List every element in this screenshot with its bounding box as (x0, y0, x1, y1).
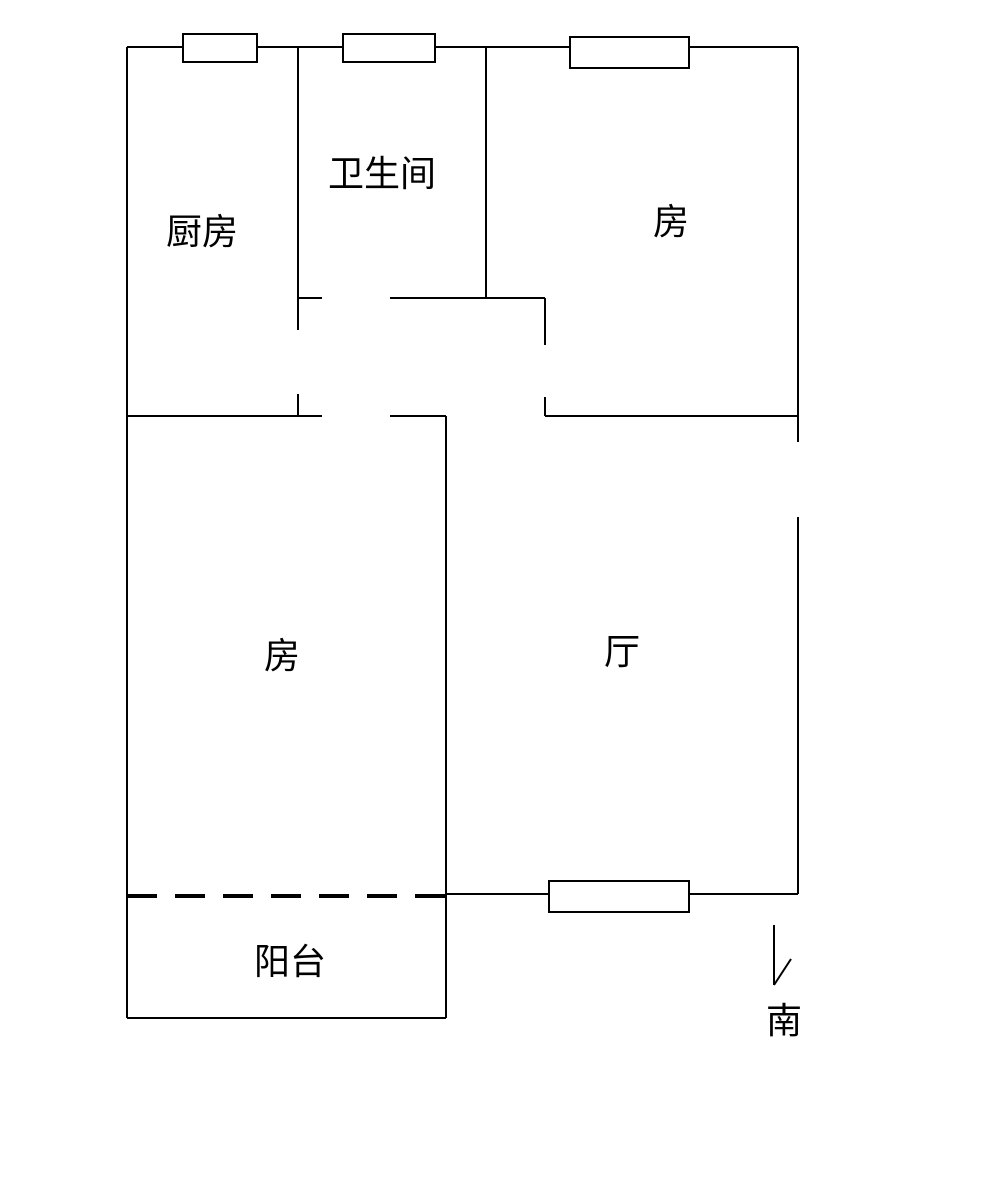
window-bathroom (342, 33, 436, 63)
window-living-room (548, 880, 690, 913)
interior-walls (127, 47, 798, 1019)
outer-walls (126, 46, 799, 1018)
compass-direction-label: 南 (766, 1001, 802, 1042)
room-label-bedroom-south: 房 (264, 636, 300, 677)
windows (182, 33, 690, 913)
room-label-kitchen: 厨房 (166, 212, 238, 253)
compass-arrow-icon (773, 925, 792, 986)
room-label-balcony: 阳台 (254, 942, 326, 983)
window-kitchen (182, 33, 258, 63)
room-label-living-room: 厅 (604, 632, 640, 673)
room-label-bedroom-north: 房 (653, 202, 689, 243)
window-bedroom-north (569, 36, 690, 69)
room-label-bathroom: 卫生间 (328, 154, 436, 195)
